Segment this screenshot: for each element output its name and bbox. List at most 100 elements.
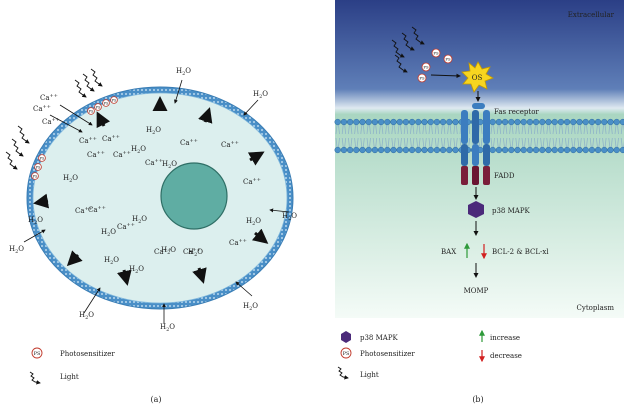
- lipid-head: [558, 119, 564, 125]
- lipid-head: [347, 147, 353, 153]
- lipid-head: [453, 147, 459, 153]
- lipid-head: [372, 119, 378, 125]
- water-label: H2O: [176, 67, 191, 77]
- lipid-head: [515, 119, 521, 125]
- lipid-head: [409, 119, 415, 125]
- lipid-head: [353, 119, 359, 125]
- lipid-head: [446, 119, 452, 125]
- lipid-head: [521, 147, 527, 153]
- lipid-head: [577, 119, 583, 125]
- lipid-head: [558, 147, 564, 153]
- fadd-label: FADD: [494, 172, 515, 180]
- lipid-head: [453, 119, 459, 125]
- fas-receptor: [461, 103, 490, 166]
- lipid-head: [508, 119, 514, 125]
- lipid-head: [360, 147, 366, 153]
- lipid-head: [391, 147, 397, 153]
- lipid-head: [564, 147, 570, 153]
- panel-b: Extracellular Cytoplasm PS PS PS PS OS: [335, 0, 624, 404]
- fadd: [461, 166, 490, 185]
- lipid-head: [620, 119, 624, 125]
- lipid-head: [335, 119, 341, 125]
- lipid-head: [539, 119, 545, 125]
- panel-a-label: (a): [150, 395, 161, 404]
- lipid-head: [589, 147, 595, 153]
- legend-decrease: decrease: [490, 352, 522, 360]
- lipid-head: [502, 147, 508, 153]
- legend-b: p38 MAPK PS Photosensitizer Light increa…: [338, 331, 522, 379]
- lipid-head: [521, 119, 527, 125]
- calcium-label: Ca++: [40, 93, 58, 102]
- bcl-label: BCL-2 & BCL-xl: [492, 248, 549, 256]
- panel-b-label: (b): [472, 395, 483, 404]
- water-label: H2O: [253, 90, 268, 100]
- legend-photosensitizer-b: Photosensitizer: [360, 350, 415, 358]
- lipid-head: [366, 147, 372, 153]
- nucleus: [161, 163, 227, 229]
- lipid-head: [490, 147, 496, 153]
- lipid-head: [589, 119, 595, 125]
- lipid-head: [601, 119, 607, 125]
- lipid-head: [440, 147, 446, 153]
- ps-marker: PS: [419, 76, 425, 81]
- calcium-label: Ca++: [33, 104, 51, 113]
- ps-marker: PS: [89, 110, 94, 114]
- legend-p38: p38 MAPK: [360, 334, 399, 342]
- legend-a: PS Photosensitizer Light: [30, 348, 115, 383]
- lipid-head: [496, 119, 502, 125]
- light-legend-icon-a: [30, 372, 40, 383]
- momp-label: MOMP: [464, 287, 489, 295]
- lipid-head: [415, 119, 421, 125]
- lipid-head: [446, 147, 452, 153]
- legend-increase: increase: [490, 334, 520, 342]
- lipid-head: [434, 147, 440, 153]
- lipid-head: [341, 147, 347, 153]
- legend-light-b: Light: [360, 371, 379, 379]
- ps-marker: PS: [36, 166, 41, 170]
- cytoplasm-label: Cytoplasm: [577, 304, 615, 312]
- lipid-head: [546, 147, 552, 153]
- lipid-head: [440, 119, 446, 125]
- lipid-head: [397, 147, 403, 153]
- fas-receptor-label: Fas receptor: [494, 108, 539, 116]
- lipid-head: [422, 147, 428, 153]
- lipid-head: [552, 119, 558, 125]
- ps-marker: PS: [433, 51, 439, 56]
- lipid-head: [583, 147, 589, 153]
- lipid-head: [583, 119, 589, 125]
- lipid-head: [409, 147, 415, 153]
- light-legend-icon-b: [338, 367, 348, 378]
- ps-marker: PS: [445, 57, 451, 62]
- lipid-head: [434, 119, 440, 125]
- lipid-head: [341, 119, 347, 125]
- lipid-head: [502, 119, 508, 125]
- lipid-head: [508, 147, 514, 153]
- legend-light-a: Light: [60, 373, 79, 381]
- ps-legend-symbol-b: PS: [343, 351, 350, 357]
- water-label: H2O: [160, 323, 175, 333]
- lipid-head: [428, 119, 434, 125]
- lipid-head: [403, 119, 409, 125]
- bax-label: BAX: [441, 248, 456, 256]
- calcium-label: Ca++: [42, 117, 60, 126]
- lipid-head: [403, 147, 409, 153]
- lipid-head: [539, 147, 545, 153]
- cell-body: [33, 93, 287, 303]
- lipid-head: [384, 119, 390, 125]
- lipid-head: [397, 119, 403, 125]
- lipid-head: [353, 147, 359, 153]
- lipid-head: [527, 147, 533, 153]
- p38-label: p38 MAPK: [492, 207, 531, 215]
- lipid-head: [620, 147, 624, 153]
- water-label: H2O: [243, 302, 258, 312]
- lipid-head: [608, 119, 614, 125]
- os-label: OS: [472, 74, 483, 82]
- lipid-head: [415, 147, 421, 153]
- ps-marker: PS: [104, 102, 109, 106]
- ps-marker: PS: [40, 157, 45, 161]
- lipid-head: [614, 119, 620, 125]
- lipid-head: [577, 147, 583, 153]
- ps-legend-symbol: PS: [34, 351, 41, 357]
- lipid-head: [335, 147, 341, 153]
